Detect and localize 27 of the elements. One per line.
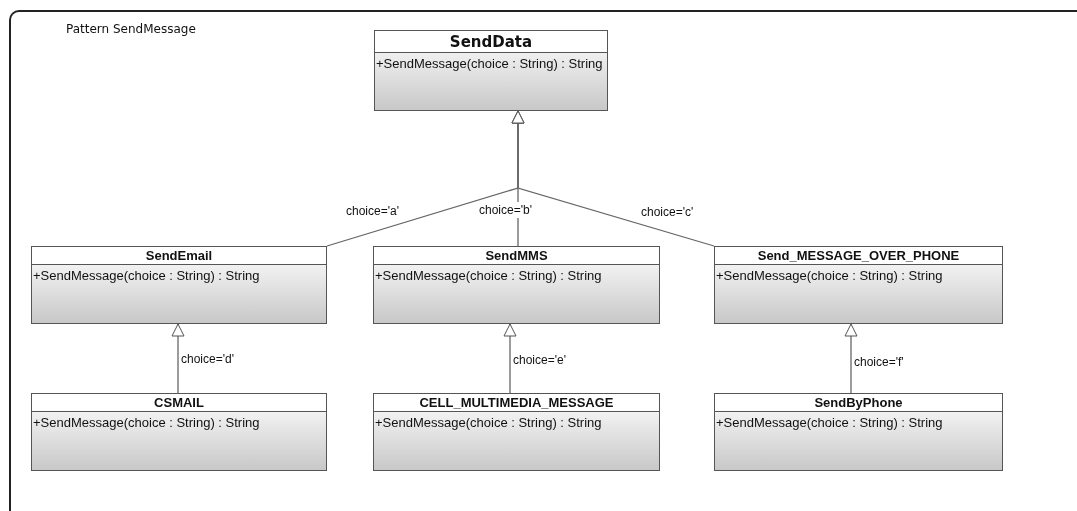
- operation-text: +SendMessage(choice : String) : String: [716, 268, 944, 284]
- class-box: [374, 30, 608, 111]
- operation-text: +SendMessage(choice : String) : String: [33, 415, 261, 431]
- class-box: [31, 393, 327, 471]
- class-box: [714, 393, 1003, 471]
- operation-text: +SendMessage(choice : String) : String: [33, 268, 261, 284]
- class-name: CELL_MULTIMEDIA_MESSAGE: [419, 394, 614, 411]
- class-name: SendMMS: [485, 247, 548, 264]
- operation-text: +SendMessage(choice : String) : String: [716, 415, 944, 431]
- class-name: SendEmail: [145, 247, 213, 264]
- operation-text: +SendMessage(choice : String) : String: [375, 415, 603, 431]
- generalization-arrow: [511, 110, 715, 247]
- class-name: SendByPhone: [814, 394, 903, 411]
- class-name: SendData: [449, 32, 533, 52]
- class-name: Send_MESSAGE_OVER_PHONE: [757, 247, 960, 264]
- class-name: CSMAIL: [154, 394, 204, 411]
- operation-text: +SendMessage(choice : String) : String: [375, 268, 603, 284]
- edge-label: choice='b': [479, 202, 532, 218]
- class-box: [373, 393, 660, 471]
- frame-title: Pattern SendMessage: [66, 21, 196, 38]
- operation-text: +SendMessage(choice : String) : String: [376, 56, 604, 72]
- class-box: [31, 246, 327, 324]
- generalization-arrow: [503, 323, 517, 394]
- generalization-arrow: [844, 323, 858, 394]
- class-box: [714, 246, 1003, 324]
- generalization-arrow: [171, 323, 185, 394]
- class-box: [373, 246, 660, 324]
